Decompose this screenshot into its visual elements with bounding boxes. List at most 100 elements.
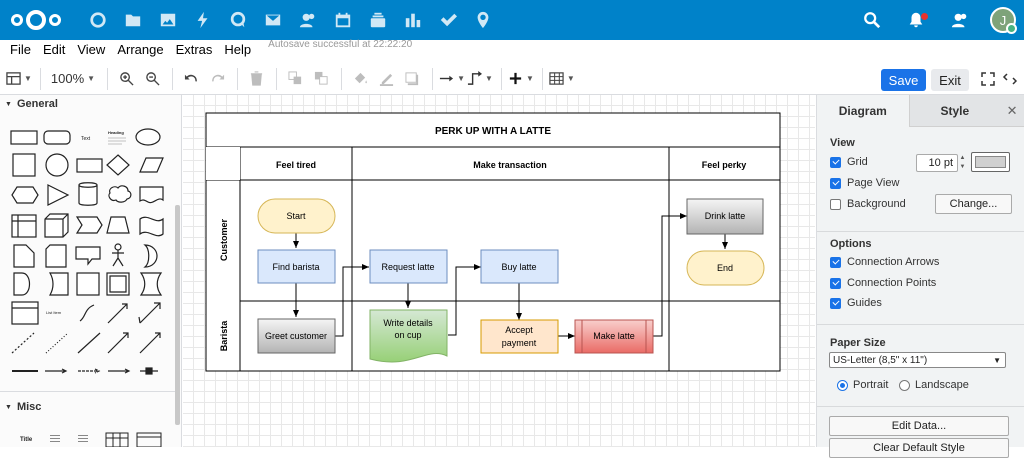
notifications-icon[interactable] <box>894 0 938 40</box>
list-shape[interactable] <box>11 301 39 325</box>
dashboard-icon[interactable] <box>80 0 115 40</box>
request-latte-node[interactable] <box>369 249 448 284</box>
grid-size-stepper[interactable]: ▲▼ <box>959 155 966 170</box>
portrait-option[interactable]: Portrait <box>837 379 888 391</box>
table-dropdown[interactable]: ▼ <box>549 66 575 92</box>
column-header[interactable]: Feel perky <box>702 160 747 170</box>
document-shape[interactable] <box>139 186 164 204</box>
waypoints-dropdown[interactable]: ▼ <box>467 66 493 92</box>
delete-icon[interactable] <box>244 66 268 92</box>
line-color-icon[interactable] <box>374 66 398 92</box>
save-button[interactable]: Save <box>881 69 926 91</box>
menu-extras[interactable]: Extras <box>175 41 213 57</box>
grid-color-swatch[interactable] <box>971 152 1010 172</box>
menu-edit[interactable]: Edit <box>42 41 66 57</box>
photos-icon[interactable] <box>150 0 185 40</box>
zoom-out-icon[interactable] <box>140 66 164 92</box>
tasks-icon[interactable] <box>430 0 465 40</box>
grid-checkbox[interactable] <box>830 156 841 168</box>
connector-shape[interactable] <box>139 332 161 354</box>
to-front-icon[interactable] <box>283 66 307 92</box>
make-latte-node[interactable] <box>574 319 654 354</box>
talk-icon[interactable] <box>220 0 255 40</box>
link-shape[interactable] <box>45 368 68 374</box>
guides-option[interactable]: Guides <box>830 297 882 309</box>
exit-button[interactable]: Exit <box>931 69 969 91</box>
portrait-radio[interactable] <box>837 379 848 391</box>
list-item-shape[interactable]: List Item <box>46 310 62 315</box>
connection-arrow-dropdown[interactable]: ▼ <box>439 66 465 92</box>
zoom-dropdown[interactable]: 100%▼ <box>47 66 99 92</box>
cloud-shape[interactable] <box>108 185 132 203</box>
dashed-line-shape[interactable] <box>11 332 35 354</box>
activity-icon[interactable] <box>185 0 220 40</box>
change-background-button[interactable]: Change... <box>935 194 1012 214</box>
circle-shape[interactable] <box>45 153 69 177</box>
files-icon[interactable] <box>115 0 150 40</box>
general-section-header[interactable]: ▼General <box>0 95 181 113</box>
hexagon-shape[interactable] <box>11 186 39 204</box>
avatar[interactable]: J <box>990 7 1017 34</box>
note-shape[interactable] <box>13 244 35 268</box>
deck-icon[interactable] <box>360 0 395 40</box>
page-view-checkbox[interactable] <box>830 177 841 189</box>
find-barista-node[interactable] <box>257 249 336 284</box>
moon-shape[interactable] <box>143 244 158 268</box>
landscape-option[interactable]: Landscape <box>899 379 969 391</box>
zoom-in-icon[interactable] <box>114 66 138 92</box>
line-shape[interactable] <box>77 332 101 354</box>
background-option[interactable]: Background <box>830 198 906 210</box>
redo-icon[interactable] <box>205 66 229 92</box>
actor-shape[interactable] <box>112 250 124 267</box>
greet-customer-node[interactable] <box>257 318 336 354</box>
cylinder-shape[interactable] <box>78 182 98 206</box>
contacts-menu-icon[interactable] <box>938 0 982 40</box>
container-shape[interactable] <box>76 272 100 296</box>
column-header[interactable]: Feel tired <box>276 160 316 170</box>
sidebar-scrollbar[interactable] <box>175 205 180 425</box>
directional-connector-shape[interactable] <box>107 332 129 354</box>
accept-payment-node[interactable] <box>480 319 559 354</box>
shadow-icon[interactable] <box>400 66 424 92</box>
connection-arrows-option[interactable]: Connection Arrows <box>830 256 939 268</box>
calendar-icon[interactable] <box>325 0 360 40</box>
delay-shape[interactable] <box>13 272 31 296</box>
ellipse-shape[interactable] <box>135 128 161 146</box>
menu-file[interactable]: File <box>10 41 31 57</box>
contacts-icon[interactable] <box>290 0 325 40</box>
diagram-title[interactable]: PERK UP WITH A LATTE <box>435 126 551 137</box>
diamond-shape[interactable] <box>106 154 130 176</box>
cube-shape[interactable] <box>44 213 69 238</box>
nextcloud-logo[interactable] <box>8 9 64 31</box>
directional-link-shape[interactable] <box>108 368 131 374</box>
connection-points-option[interactable]: Connection Points <box>830 277 936 289</box>
diagram-canvas[interactable]: PERK UP WITH A LATTE Feel tired Make tra… <box>183 95 815 447</box>
trapezoid-shape[interactable] <box>106 216 130 234</box>
menu-help[interactable]: Help <box>224 41 252 57</box>
step-shape[interactable] <box>75 216 103 234</box>
arrow-shape[interactable] <box>138 302 161 324</box>
card-shape[interactable] <box>45 244 67 268</box>
write-details-node[interactable] <box>369 309 448 363</box>
callout-shape[interactable] <box>75 246 101 266</box>
internal-storage-shape[interactable] <box>11 214 37 238</box>
stored-data-shape[interactable] <box>48 272 69 296</box>
process-shape[interactable] <box>76 158 103 173</box>
lane-header[interactable]: Barista <box>219 320 229 352</box>
tape-shape[interactable] <box>139 216 164 237</box>
curve-shape[interactable] <box>79 304 95 322</box>
heading-shape[interactable]: Heading <box>108 130 124 135</box>
format-panel-toggle[interactable]: ▼ <box>6 66 32 92</box>
fullscreen-icon[interactable] <box>980 71 996 87</box>
menu-arrange[interactable]: Arrange <box>117 41 164 57</box>
start-node[interactable] <box>257 198 336 234</box>
tab-style[interactable]: Style <box>908 95 1001 127</box>
connection-arrows-checkbox[interactable] <box>830 256 841 268</box>
search-icon[interactable] <box>850 0 894 40</box>
menu-view[interactable]: View <box>77 41 106 57</box>
clear-default-style-button[interactable]: Clear Default Style <box>829 438 1009 458</box>
title-shape[interactable]: Title <box>20 437 33 443</box>
undo-icon[interactable] <box>179 66 203 92</box>
grid-option[interactable]: Grid <box>830 156 868 168</box>
grid-size-input[interactable]: 10 pt <box>916 154 958 172</box>
